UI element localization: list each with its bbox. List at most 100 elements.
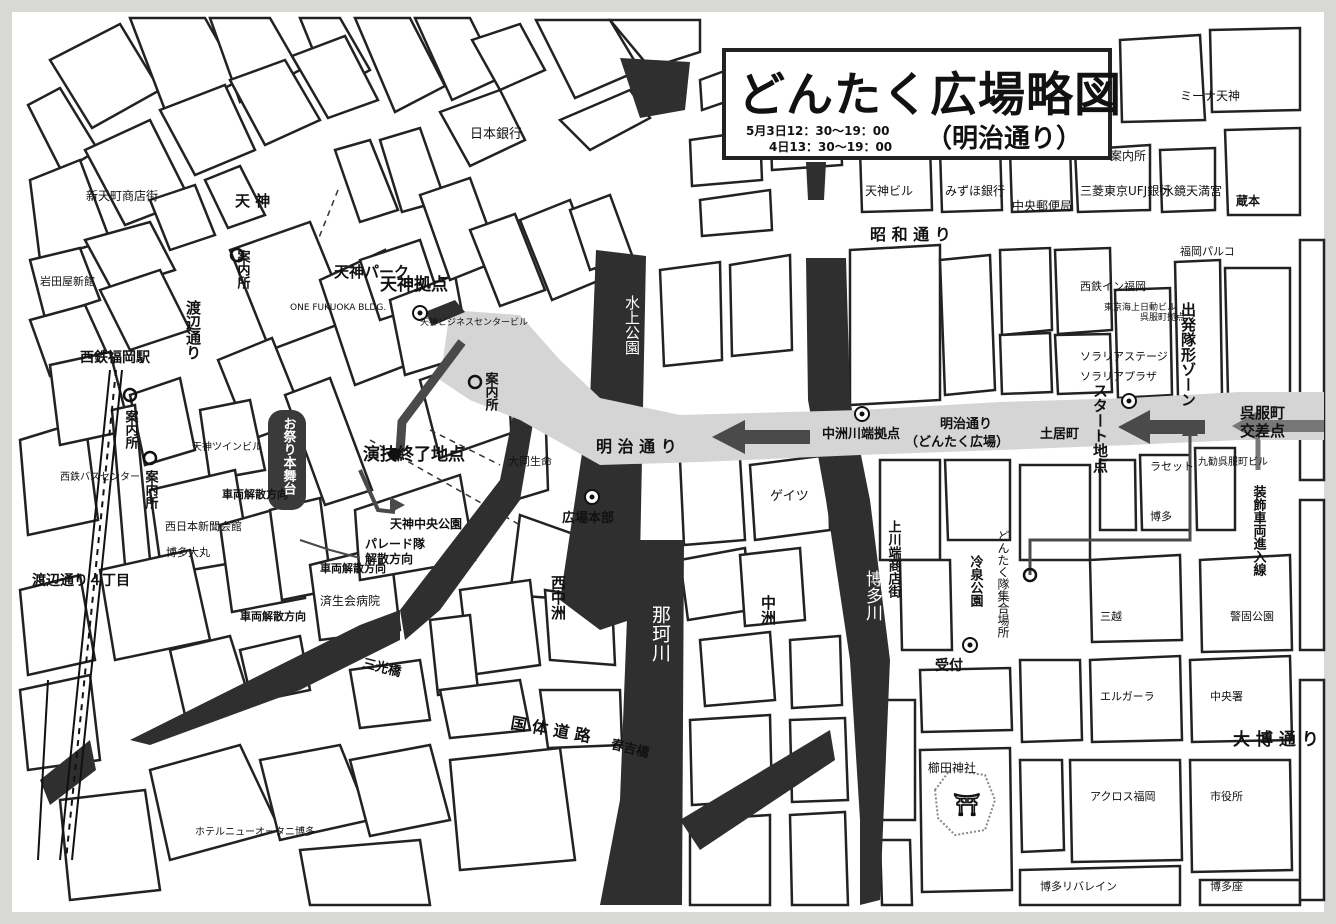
vertical-labels: 渡辺通り 出発隊形ゾーン スタート地点 装飾車両進入線 冷泉公園 どんたく隊集合…: [123, 249, 1268, 662]
label-laset: ラセット: [1150, 460, 1194, 473]
label-mizuho: みずほ銀行: [945, 184, 1005, 198]
label-gofukumachi-1: 呉服町: [1240, 404, 1285, 422]
title-box: どんたく広場略図 5月3日12：30〜19：00 4日13：30〜19：00 （…: [722, 48, 1121, 160]
label-suikyo: 水鏡天満宮: [1162, 183, 1222, 198]
label-kurahon: 蔵本: [1236, 193, 1260, 208]
label-nakasu-base: 中洲川端拠点: [822, 426, 900, 442]
label-start-point: スタート地点: [1091, 383, 1109, 474]
label-mitsukoshi: 三越: [1100, 609, 1122, 623]
label-hakata-dori: 大 博 通 り: [1233, 729, 1319, 750]
info-center-mitsukoshi-icon: [142, 450, 158, 466]
label-nishinakasu: 西中洲: [549, 575, 567, 621]
label-one-fukuoka: ONE FUKUOKA BLDG.: [290, 303, 386, 313]
date-line-1: 5月3日12：30〜19：00: [746, 124, 890, 138]
label-nishinippon: 西日本新聞会館: [165, 519, 242, 533]
label-info-acros: 案内所: [483, 371, 500, 412]
label-meiji-dori: 明 治 通 り: [596, 437, 677, 456]
label-watanabe-dori: 渡辺通り: [184, 299, 202, 360]
label-shintenmachi: 新天町商店街: [86, 188, 158, 203]
label-dojomachi: 土居町: [1040, 426, 1079, 442]
label-parade-2: 解散方向: [365, 551, 413, 566]
label-hotel-new-otani: ホテルニューオータニ博多: [195, 825, 315, 838]
label-kushida-shrine: 櫛田神社: [928, 760, 976, 775]
label-parade-1: パレード隊: [365, 536, 426, 551]
parade-route: [440, 310, 1324, 465]
label-info-center: 案内所: [1110, 148, 1146, 163]
label-tenjin-building: 天神ビル: [865, 184, 913, 198]
label-keigo-park: 警固公園: [1230, 609, 1274, 623]
label-elgala: エルガーラ: [1100, 690, 1155, 703]
label-nishitetsu-station: 西鉄福岡駅: [80, 349, 151, 366]
map-title: どんたく広場略図: [738, 68, 1122, 123]
label-info-nishitetsu: 案内所: [123, 409, 140, 450]
label-acros: アクロス福岡: [1090, 789, 1155, 803]
label-fukuoka-parco: 福岡パルコ: [1180, 244, 1235, 258]
label-ufj: 三菱東京UFJ銀行: [1080, 184, 1171, 198]
label-vehicle-3: 車両解散方向: [240, 609, 306, 623]
label-hiroba-honbu: 広場本部: [562, 510, 614, 526]
label-chuo-post: 中央郵便局: [1012, 198, 1072, 213]
label-tenjin-park: 天神パーク: [334, 263, 409, 281]
label-omatsuri-stage: お祭り本舞台: [281, 417, 298, 496]
markers: [122, 247, 1038, 583]
label-kyukan: 九勧呉服町ビル: [1198, 455, 1268, 468]
label-tenjin-base: 天神拠点: [380, 274, 448, 295]
naka-river: [600, 540, 684, 905]
label-tenjin-twin: 天神ツインビル: [192, 440, 262, 453]
label-vehicle-2: 車両解散方向: [320, 561, 386, 575]
label-gofukumachi-base: 呉服町拠点: [1140, 311, 1185, 323]
label-nishitetsu-inn: 西鉄イン福岡: [1080, 279, 1146, 293]
label-nakasu: 中洲: [759, 594, 777, 626]
label-meiji-donntaku-1: 明治通り: [940, 416, 992, 432]
info-center-nishitetsu-icon: [122, 387, 138, 403]
label-watanabe-4: 渡辺通り４丁目: [32, 572, 130, 589]
label-hakata-bldg: 博多: [1150, 509, 1172, 523]
label-mizujo-park: 水上公園: [623, 295, 641, 355]
label-tenjin-chuo-park: 天神中央公園: [390, 516, 462, 531]
label-hakata-daimaru: 博多大丸: [166, 545, 210, 559]
performance-end-dot: [389, 448, 401, 460]
label-kawabata-shotengai: 上川端商店街: [886, 520, 903, 599]
label-shiyakusho: 市役所: [1210, 789, 1243, 803]
label-nihon-ginko: 日本銀行: [470, 127, 522, 142]
label-hakata-riverain: 博多リバレイン: [1040, 879, 1117, 893]
label-performance-end: 演技終了地点: [363, 444, 465, 465]
targets: [389, 305, 1137, 653]
kushida-shrine: ⛩: [933, 768, 997, 837]
label-mina-tenjin: ミーナ天神: [1180, 89, 1240, 103]
label-chuo-police: 中央署: [1210, 690, 1243, 703]
info-center-acros-icon: [467, 374, 483, 390]
label-gofukumachi-2: 交差点: [1240, 422, 1285, 440]
torii-icon: ⛩: [953, 793, 981, 818]
label-naka-river: 那珂川: [649, 605, 671, 662]
label-vehicle-1: 車両解散方向: [222, 487, 288, 501]
river-west: [400, 380, 540, 640]
label-showa-dori: 昭 和 通 り: [870, 225, 951, 244]
label-daido-seimei: 大同生命: [508, 454, 552, 468]
dashed-guides: [317, 189, 521, 526]
label-saiseikai: 済生会病院: [320, 593, 380, 608]
date-line-2: 4日13：30〜19：00: [769, 140, 893, 154]
label-reisen-park: 冷泉公園: [968, 554, 984, 608]
road-subtitle: （明治通り）: [926, 124, 1083, 154]
label-solaria-plaza: ソラリアプラザ: [1080, 370, 1157, 383]
info-center-tenjin-icon: [229, 247, 245, 263]
label-hakata-river: 博多川: [862, 570, 883, 621]
label-nishitetsu-bus: 西鉄バスセンター: [60, 470, 140, 483]
label-tenjin-business: 天神ビジネスセンタービル: [420, 316, 528, 328]
label-departure-zone: 出発隊形ゾーン: [1179, 301, 1197, 407]
assembly-point-icon: [1022, 567, 1038, 583]
label-uketsuke: 受付: [935, 657, 963, 674]
tenjin-base-marker: [425, 300, 465, 326]
label-tenjin: 天 神: [235, 192, 270, 210]
map-labels: 昭 和 通 り 明 治 通 り 国 体 道 路 天 神 天神パーク 天神拠点 西…: [32, 89, 1319, 893]
omatsuri-stage: [268, 410, 306, 510]
route-arrows: [299, 339, 1324, 575]
label-info-tenjin: 案内所: [235, 249, 252, 290]
label-iwataya: 岩田屋新館: [40, 274, 95, 288]
label-decor-vehicle: 装飾車両進入線: [1251, 484, 1268, 577]
label-info-mitsukoshi: 案内所: [143, 469, 160, 510]
label-dontaku-assembly: どんたく隊集合場所: [996, 530, 1010, 638]
